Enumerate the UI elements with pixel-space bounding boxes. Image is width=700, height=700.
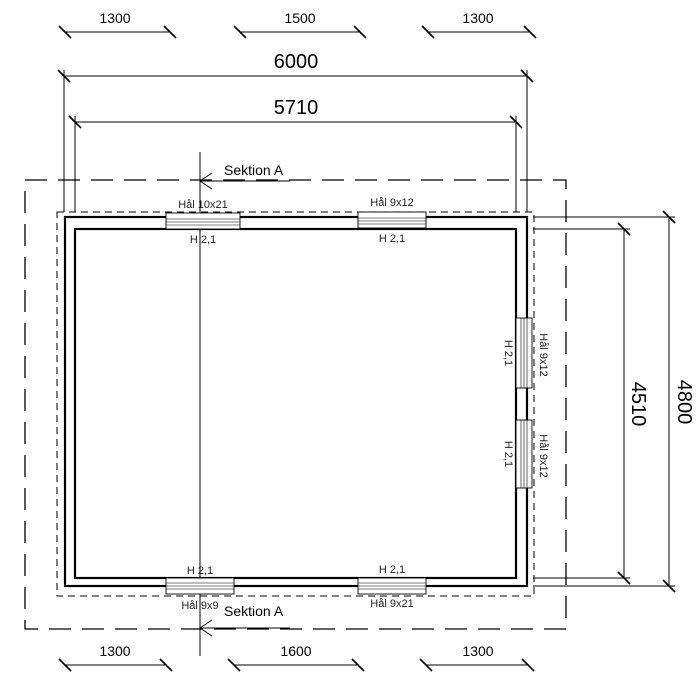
top-segment-dims: 1300 1500 1300 (58, 10, 537, 39)
opening-top-left: Hål 10x21 H 2,1 (165, 199, 241, 246)
bottom-segment-dims: 1300 1600 1300 (58, 643, 535, 672)
outer-dashed-boundary (24, 179, 567, 630)
top-seg-1-tick-left (58, 25, 72, 39)
top-seg-1-label: 1300 (99, 10, 130, 26)
bottom-seg-2-tick-left (227, 658, 241, 672)
top-seg-3-tick-right (523, 25, 537, 39)
section-bottom-arrow-upper (199, 619, 213, 629)
opening-bottom-left-height-label: H 2,1 (187, 565, 213, 577)
top-seg-3-tick-left (421, 25, 435, 39)
inner-width-label: 5710 (274, 97, 319, 119)
top-seg-1-tick-right (163, 25, 177, 39)
opening-bottom-left: H 2,1 Hål 9x9 (165, 565, 235, 612)
overall-height-dim: 4800 (533, 210, 695, 593)
opening-right-upper: H 2,1 Hål 9x12 (502, 317, 549, 389)
opening-right-lower-height-label: H 2,1 (502, 441, 514, 467)
bottom-seg-3-tick-left (419, 658, 433, 672)
inner-dashed-boundary (56, 211, 535, 597)
inner-height-tick-top (617, 222, 631, 236)
bottom-seg-1-tick-left (58, 658, 72, 672)
overall-width-tick-left (57, 69, 71, 83)
bottom-seg-2-label: 1600 (280, 643, 311, 659)
opening-top-left-height-label: H 2,1 (190, 234, 216, 246)
inner-wall (73, 227, 518, 580)
opening-right-lower-hole-label: Hål 9x12 (537, 434, 549, 477)
inner-height-tick-bottom (617, 571, 631, 585)
opening-top-left-hole-label: Hål 10x21 (178, 199, 228, 211)
opening-bottom-right: H 2,1 Hål 9x21 (357, 564, 427, 610)
overall-width-label: 6000 (274, 51, 319, 73)
overall-height-tick-top (662, 210, 676, 224)
opening-top-right-height-label: H 2,1 (379, 233, 405, 245)
opening-top-left-frame (165, 212, 241, 230)
bottom-seg-2-tick-right (351, 658, 365, 672)
top-seg-2-label: 1500 (284, 10, 315, 26)
section-top-arrow-upper (199, 172, 213, 182)
outer-wall (63, 215, 529, 588)
inner-width-tick-right (509, 115, 523, 129)
bottom-seg-3-label: 1300 (462, 643, 493, 659)
top-seg-2-tick-right (353, 25, 367, 39)
inner-height-dim: 4510 (533, 222, 649, 585)
opening-top-right: Hål 9x12 H 2,1 (357, 197, 427, 245)
opening-top-right-frame (357, 211, 427, 229)
bottom-seg-1-tick-right (159, 658, 173, 672)
section-a-marker: Sektion A Sektion A (199, 152, 290, 656)
opening-bottom-right-height-label: H 2,1 (379, 564, 405, 576)
opening-right-lower: H 2,1 Hål 9x12 (502, 419, 549, 489)
opening-top-right-hole-label: Hål 9x12 (370, 197, 413, 209)
bottom-seg-3-tick-right (521, 658, 535, 672)
overall-height-label: 4800 (673, 380, 695, 425)
section-top-arrow-lower (199, 180, 213, 190)
section-top-label: Sektion A (224, 162, 284, 178)
bottom-seg-1-label: 1300 (99, 643, 130, 659)
top-seg-2-tick-left (233, 25, 247, 39)
section-bottom-label: Sektion A (224, 603, 284, 619)
overall-width-tick-right (520, 69, 534, 83)
opening-right-upper-height-label: H 2,1 (502, 340, 514, 366)
opening-bottom-right-hole-label: Hål 9x21 (370, 598, 413, 610)
top-seg-3-label: 1300 (462, 10, 493, 26)
inner-height-label: 4510 (627, 382, 649, 427)
opening-right-upper-hole-label: Hål 9x12 (537, 333, 549, 376)
inner-width-dim: 5710 (68, 97, 523, 212)
inner-width-tick-left (68, 115, 82, 129)
section-bottom-arrow-lower (199, 627, 213, 637)
overall-height-tick-bottom (662, 579, 676, 593)
opening-bottom-left-hole-label: Hål 9x9 (181, 600, 218, 612)
overall-width-dim: 6000 (57, 51, 534, 212)
